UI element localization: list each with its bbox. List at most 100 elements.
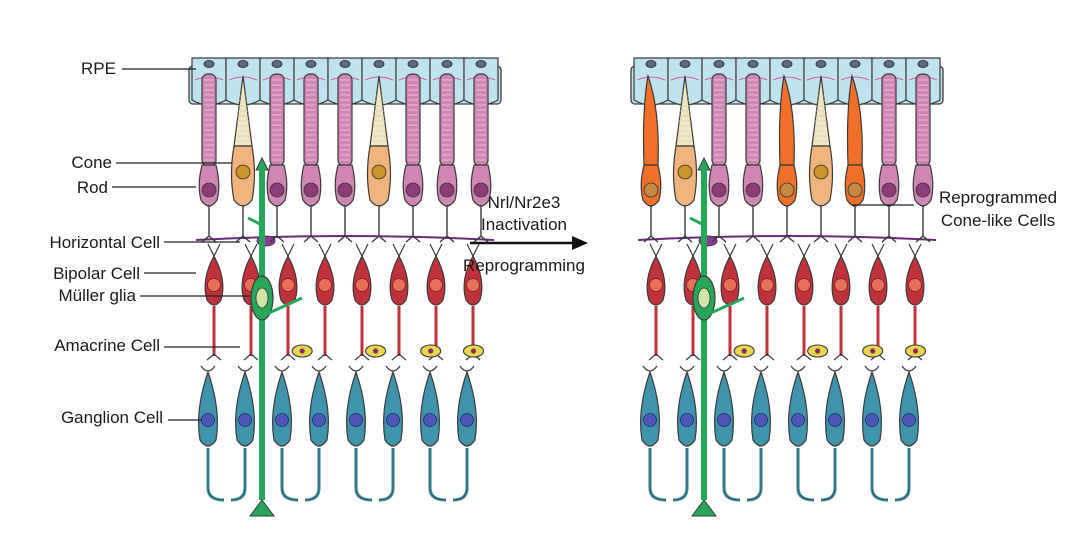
- arrow-label-line2: Inactivation: [481, 215, 567, 234]
- rod-nucleus: [745, 182, 761, 198]
- amacrine-nucleus: [741, 348, 747, 354]
- ganglion-axon: [820, 448, 837, 502]
- cone-axon: [677, 205, 693, 243]
- ganglion-nucleus: [717, 413, 731, 427]
- ganglion-body: [751, 370, 771, 447]
- bipolar-nucleus: [760, 278, 774, 292]
- rod-nucleus: [405, 182, 421, 198]
- ganglion-body: [640, 370, 660, 447]
- ganglion-body: [198, 370, 218, 447]
- bipolar-dendrite: [686, 243, 700, 258]
- ganglion-body: [309, 370, 329, 447]
- rpe-nucleus: [203, 60, 215, 68]
- bipolar-nucleus: [466, 278, 480, 292]
- rod-axon: [269, 205, 285, 243]
- ganglion-axon: [796, 448, 815, 502]
- rpe-nucleus: [339, 60, 351, 68]
- ganglion-axon-outline: [746, 448, 762, 501]
- ganglion-body: [346, 370, 366, 447]
- ganglion-axon-outline: [281, 448, 299, 501]
- ganglion-axon: [428, 448, 447, 502]
- label-reprogrammed-line1: Reprogrammed: [938, 188, 1058, 207]
- rpe-nucleus: [713, 60, 725, 68]
- muller-nucleus: [255, 287, 269, 309]
- bipolar-nucleus: [392, 278, 406, 292]
- ganglion-axon: [672, 448, 689, 502]
- ganglion-axon-outline: [649, 448, 667, 501]
- bipolar-nucleus: [871, 278, 885, 292]
- ganglion-axon: [746, 448, 763, 502]
- ganglion-axon-outline: [429, 448, 447, 501]
- label-rod: Rod: [76, 178, 108, 197]
- muller-side-process: [703, 296, 745, 318]
- ganglion-body: [788, 370, 808, 447]
- ganglion-body: [272, 370, 292, 447]
- amacrine-nucleus: [912, 348, 919, 354]
- ganglion-nucleus: [349, 413, 363, 427]
- ganglion-nucleus: [201, 413, 215, 427]
- cone-axon: [813, 205, 829, 243]
- bipolar-terminal: [206, 353, 222, 361]
- bipolar-nucleus: [207, 278, 221, 292]
- amacrine-nucleus: [299, 348, 305, 354]
- rpe-nucleus: [645, 60, 657, 68]
- bipolar-dendrite: [318, 243, 332, 258]
- bipolar-nucleus: [908, 278, 922, 292]
- bipolar-dendrite: [466, 243, 480, 258]
- ganglion-nucleus: [386, 413, 400, 427]
- ganglion-nucleus: [791, 413, 805, 427]
- arrow-label-line3: Reprogramming: [463, 256, 585, 275]
- bipolar-terminal: [317, 353, 333, 361]
- reprogrammed-axon: [779, 205, 795, 243]
- ganglion-nucleus: [460, 413, 474, 427]
- rpe-pigment-line: [840, 76, 870, 81]
- ganglion-axon-outline: [304, 448, 320, 501]
- rpe-nucleus: [237, 60, 249, 68]
- ganglion-axon: [722, 448, 741, 502]
- rod-nucleus: [337, 182, 353, 198]
- ganglion-axon: [378, 448, 395, 502]
- ganglion-nucleus: [680, 413, 694, 427]
- rod-nucleus: [881, 182, 897, 198]
- ganglion-nucleus: [865, 413, 879, 427]
- rod-axon: [201, 205, 217, 243]
- amacrine-nucleus: [470, 348, 477, 354]
- rpe-nucleus: [407, 60, 419, 68]
- rpe-nucleus: [441, 60, 453, 68]
- bipolar-terminal: [722, 353, 738, 361]
- cone-axon: [371, 205, 387, 243]
- bipolar-dendrite: [392, 243, 406, 258]
- ganglion-axon-outline: [820, 448, 836, 501]
- rod-axon: [745, 205, 761, 243]
- ganglion-body: [899, 370, 919, 447]
- reprogrammed-axon: [847, 205, 863, 243]
- rpe-pigment-line: [636, 76, 666, 81]
- cone-nucleus: [677, 164, 693, 180]
- ganglion-axon: [648, 448, 667, 502]
- bipolar-nucleus: [723, 278, 737, 292]
- ganglion-nucleus: [643, 413, 657, 427]
- bipolar-terminal: [280, 353, 296, 361]
- ganglion-body: [714, 370, 734, 447]
- amacrine-nucleus: [373, 348, 379, 354]
- reprogramming-arrow-head: [572, 236, 588, 250]
- rpe-nucleus: [373, 60, 385, 68]
- ganglion-axon: [894, 448, 911, 502]
- amacrine-nucleus: [870, 348, 876, 354]
- amacrine-nucleus: [428, 348, 434, 354]
- muller-nucleus: [697, 287, 711, 309]
- bipolar-dendrite: [834, 243, 848, 258]
- normal-retina-panel: [188, 57, 502, 517]
- rpe-nucleus: [917, 60, 929, 68]
- ganglion-body: [825, 370, 845, 447]
- rod-axon: [473, 205, 489, 243]
- rod-axon: [303, 205, 319, 243]
- bipolar-dendrite: [760, 243, 774, 258]
- bipolar-terminal: [833, 353, 849, 361]
- rpe-nucleus: [849, 60, 861, 68]
- reprogrammed-axon: [643, 205, 659, 243]
- label-cone: Cone: [71, 153, 112, 172]
- bipolar-nucleus: [797, 278, 811, 292]
